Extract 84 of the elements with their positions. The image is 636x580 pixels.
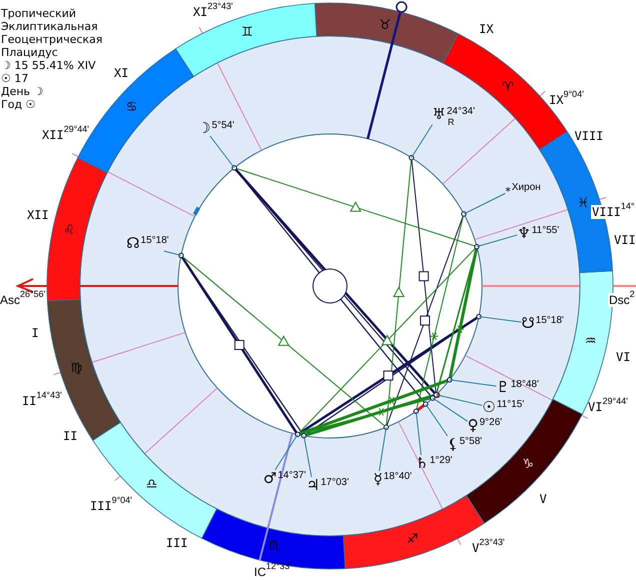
zodiac-sign-symbol: ♒ — [584, 334, 596, 349]
planet-symbol: ♀ — [468, 417, 478, 433]
zodiac-sign-symbol: ♈ — [502, 80, 514, 96]
degree-label: 18°48' — [510, 379, 539, 390]
house-number: XI — [114, 66, 128, 80]
planet-symbol: ♂ — [263, 470, 277, 486]
degree-label: 17°03' — [320, 477, 349, 488]
house-cusp-label: Dsc$^{2}$ — [608, 293, 636, 307]
planet-symbol: ♃ — [306, 477, 320, 493]
degree-label: 24°34' — [446, 106, 475, 117]
degree-label: 18°40' — [384, 471, 412, 482]
zodiac-sign-symbol: ♎ — [146, 476, 158, 492]
planet-symbol: ♄ — [415, 455, 429, 471]
degree-label: 11°55' — [532, 225, 560, 236]
point-name: Хирон — [512, 182, 541, 193]
zodiac-sign-symbol: ♓ — [577, 196, 589, 211]
planet-symbol: ⚸ — [448, 436, 458, 452]
house-cusp-label: III$^{9°04'}$ — [90, 499, 132, 513]
asterisk-marker: * — [505, 186, 511, 198]
leader-line — [378, 426, 387, 472]
degree-label: 11°15' — [496, 399, 524, 410]
house-number: VIII — [574, 129, 604, 143]
house-number: III — [166, 536, 188, 550]
chart-info-text: ☉ 17 — [1, 72, 28, 84]
house-cusp-label: XI$^{23°43'}$ — [193, 5, 233, 19]
planet-symbol: ☉ — [482, 399, 496, 415]
planet-symbol: ♇ — [496, 379, 510, 395]
leader-line — [432, 398, 468, 422]
degree-label: 1°29' — [430, 455, 452, 466]
chart-info-text: Плацидус — [1, 46, 58, 58]
leader-line — [274, 434, 298, 470]
degree-label: 15°18' — [536, 315, 564, 326]
zodiac-sign-symbol: ♊ — [241, 25, 253, 40]
leader-line — [476, 234, 518, 248]
house-cusp-label: V$^{23°43'}$ — [472, 541, 505, 555]
planet-symbol: ☿ — [373, 471, 383, 487]
house-number: XII — [27, 208, 49, 222]
degree-label: 9°26' — [480, 417, 502, 428]
leader-line — [210, 136, 235, 168]
house-number: VI — [616, 350, 630, 364]
house-cusp-label: XII$^{29°44'}$ — [42, 128, 90, 142]
house-number: I — [32, 326, 39, 340]
house-number: VII — [614, 233, 636, 247]
retrograde-mark: R — [448, 117, 456, 127]
planet-symbol: ♆ — [517, 225, 531, 241]
degree-label: 15°18' — [140, 235, 169, 246]
leader-line — [478, 316, 522, 323]
house-cusp-label: VIII$^{14°}$ — [591, 205, 636, 219]
zodiac-sign-symbol: ♉ — [379, 18, 391, 33]
house-cusp-label: II$^{14°43'}$ — [22, 394, 62, 408]
chart-info-text: Геоцентрическая — [1, 32, 103, 46]
leader-line — [410, 124, 433, 158]
zodiac-sign-symbol: ♌ — [63, 223, 75, 238]
house-cusp-label: VI$^{29°44'}$ — [588, 400, 628, 414]
house-number: V — [540, 492, 547, 506]
zodiac-sign-symbol: ♋ — [126, 100, 138, 116]
zodiac-sign-symbol: ♑ — [522, 456, 534, 472]
leader-line — [449, 379, 497, 387]
planet-symbol: ♅ — [432, 106, 446, 122]
house-number: IX — [479, 22, 494, 36]
degree-label: 14°37' — [278, 470, 306, 481]
house-cusp-label: IC$^{12°33'}$ — [254, 565, 292, 579]
house-number: II — [63, 429, 78, 443]
planet-symbol: ☋ — [521, 315, 535, 331]
chart-info-text: Год ☉ — [1, 98, 36, 110]
chart-info-text: Тропический — [1, 6, 76, 20]
leader-line — [416, 410, 422, 456]
chart-info-text: День ☽ — [1, 84, 44, 98]
house-cusp-label: IX$^{9°04'}$ — [549, 93, 584, 107]
zodiac-sign-symbol: ♏ — [268, 539, 281, 554]
leader-line — [303, 435, 312, 478]
leader-line — [463, 192, 506, 214]
leader-line — [436, 394, 483, 406]
planet-symbol: ☽ — [197, 120, 211, 136]
house-cusp-label: Asc$^{26°56'}$ — [0, 293, 46, 307]
degree-label: 5°54' — [212, 120, 234, 131]
chart-info-text: ☽ 15 55.41% XIV — [1, 58, 96, 72]
zodiac-sign-symbol: ♍ — [70, 361, 82, 376]
degree-label: 5°58' — [460, 436, 482, 447]
planet-symbol: ☊ — [126, 235, 140, 251]
leader-line — [425, 404, 448, 436]
zodiac-sign-symbol: ♐ — [406, 532, 418, 547]
leader-line — [163, 250, 182, 256]
chart-info-text: Эклиптикальная — [1, 20, 98, 32]
